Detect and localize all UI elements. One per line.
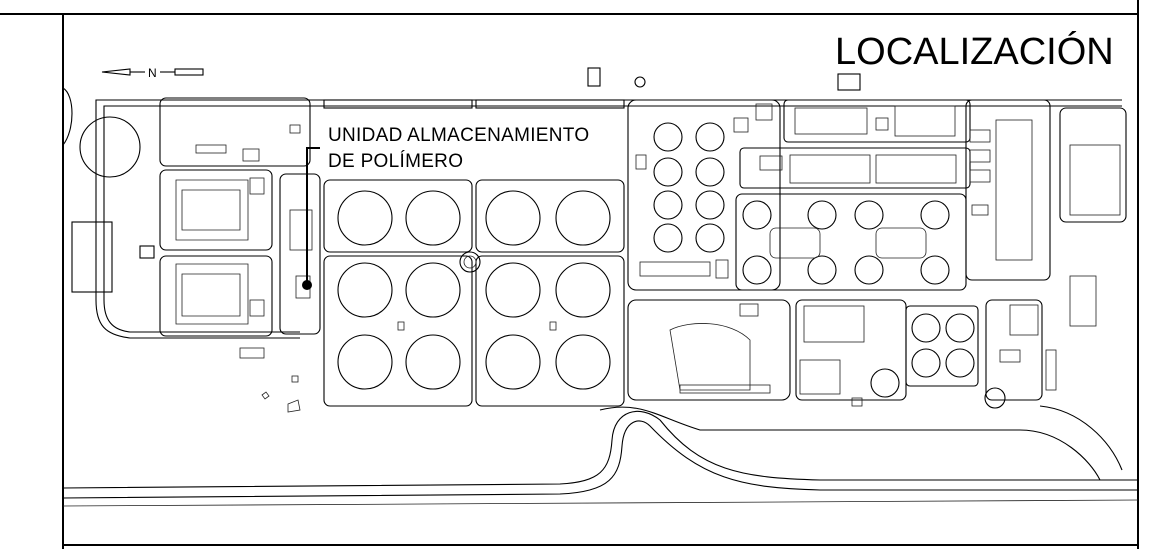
callout-label-line2: DE POLÍMERO	[328, 151, 463, 172]
callout-background	[322, 122, 622, 178]
southern-roads	[62, 405, 1139, 507]
drawing-frame	[0, 0, 1139, 549]
process-units	[735, 99, 971, 291]
right-building-column	[965, 99, 1127, 327]
drawing-title: LOCALIZACIÓN	[835, 30, 1114, 73]
tank-farm	[323, 99, 625, 407]
left-structures	[62, 87, 155, 293]
callout-label-line1: UNIDAD ALMACENAMIENTO	[328, 125, 589, 146]
callout-leader	[302, 147, 320, 290]
lower-complex	[627, 299, 1057, 409]
small-structure	[837, 73, 861, 91]
small-structure	[587, 67, 601, 87]
north-arrow-icon: N	[101, 66, 204, 80]
small-circle	[634, 76, 646, 88]
perimeter-road	[95, 99, 1122, 339]
tank-cluster-ten	[627, 99, 781, 291]
left-zone-blocks	[159, 97, 321, 413]
north-label: N	[148, 66, 157, 80]
